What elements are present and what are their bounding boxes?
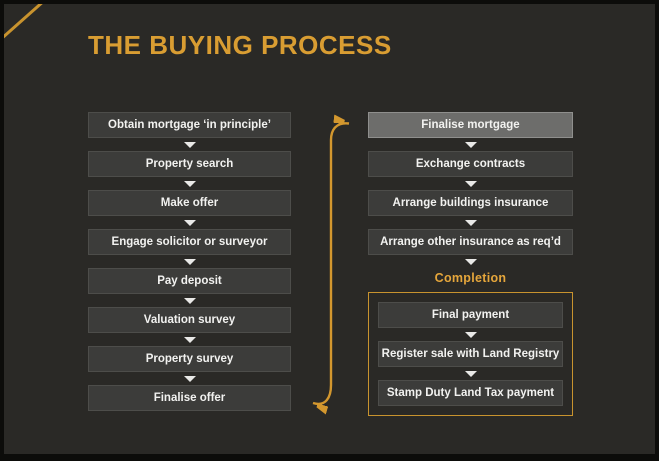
completion-label: Completion xyxy=(434,271,507,285)
down-arrow-icon xyxy=(183,141,196,148)
step-property-survey: Property survey xyxy=(88,346,291,372)
step-finalise-offer: Finalise offer xyxy=(88,385,291,411)
down-arrow-icon xyxy=(464,331,477,338)
step-buildings-insurance: Arrange buildings insurance xyxy=(368,190,573,216)
flow-connector-arrow xyxy=(312,123,350,404)
down-arrow-icon xyxy=(183,297,196,304)
completion-group: Final payment Register sale with Land Re… xyxy=(368,292,573,416)
buying-process-slide: THE BUYING PROCESS Obtain mortgage ‘in p… xyxy=(4,4,655,454)
step-exchange-contracts: Exchange contracts xyxy=(368,151,573,177)
down-arrow-icon xyxy=(464,370,477,377)
step-stamp-duty: Stamp Duty Land Tax payment xyxy=(378,380,563,406)
step-engage-solicitor: Engage solicitor or surveyor xyxy=(88,229,291,255)
step-final-payment: Final payment xyxy=(378,302,563,328)
step-pay-deposit: Pay deposit xyxy=(88,268,291,294)
step-valuation-survey: Valuation survey xyxy=(88,307,291,333)
page-title: THE BUYING PROCESS xyxy=(88,30,392,60)
step-property-search: Property search xyxy=(88,151,291,177)
down-arrow-icon xyxy=(183,258,196,265)
step-make-offer: Make offer xyxy=(88,190,291,216)
right-process-column: Finalise mortgage Exchange contracts Arr… xyxy=(368,112,573,416)
down-arrow-icon xyxy=(464,219,477,226)
down-arrow-icon xyxy=(464,258,477,265)
step-finalise-mortgage: Finalise mortgage xyxy=(368,112,573,138)
corner-accent-line xyxy=(4,4,43,39)
step-register-sale: Register sale with Land Registry xyxy=(378,341,563,367)
down-arrow-icon xyxy=(183,219,196,226)
down-arrow-icon xyxy=(464,141,477,148)
down-arrow-icon xyxy=(183,180,196,187)
down-arrow-icon xyxy=(183,375,196,382)
left-process-column: Obtain mortgage ‘in principle’ Property … xyxy=(88,112,291,411)
down-arrow-icon xyxy=(464,180,477,187)
down-arrow-icon xyxy=(183,336,196,343)
step-other-insurance: Arrange other insurance as req’d xyxy=(368,229,573,255)
step-obtain-mortgage: Obtain mortgage ‘in principle’ xyxy=(88,112,291,138)
